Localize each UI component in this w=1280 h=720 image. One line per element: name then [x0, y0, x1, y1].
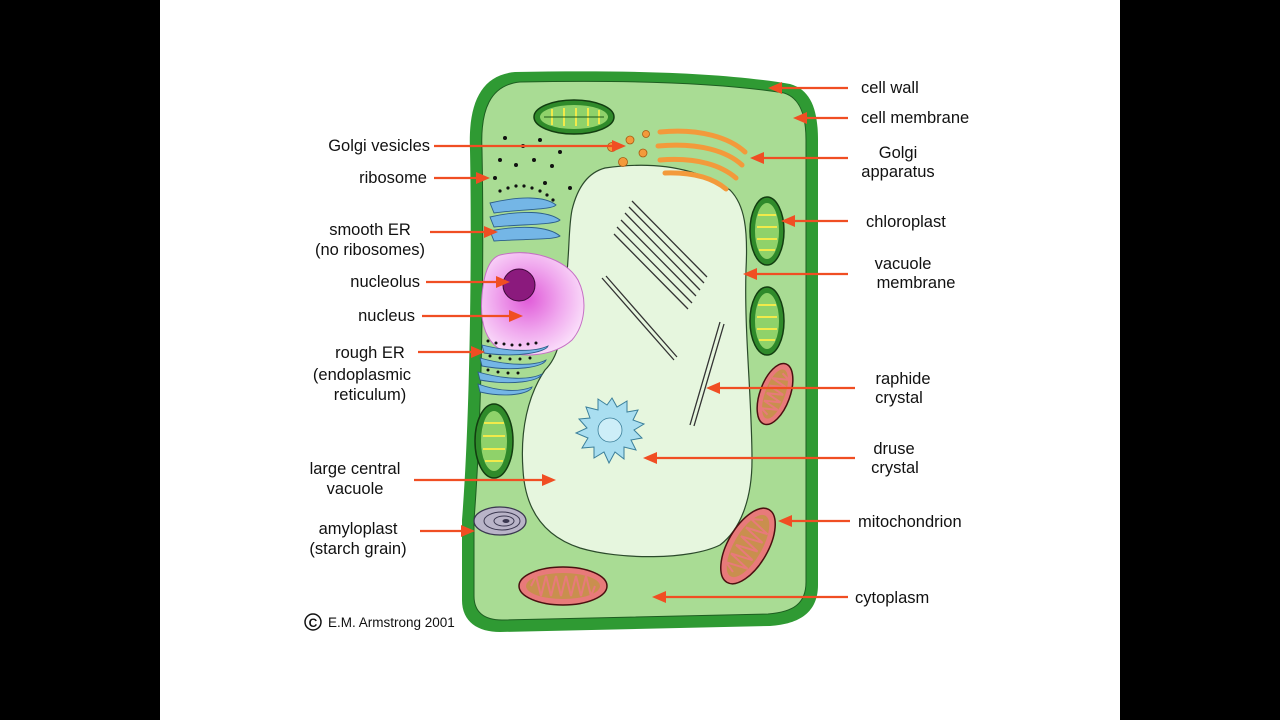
- label-rough-er-note-1: (endoplasmic: [313, 366, 411, 384]
- credit-text: E.M. Armstrong 2001: [328, 615, 455, 630]
- label-smooth-er-note: (no ribosomes): [315, 241, 425, 259]
- arrow-amyloplast: [420, 525, 475, 537]
- label-golgi-vesicles: Golgi vesicles: [328, 137, 430, 155]
- mitochondrion-shape: [518, 362, 794, 606]
- plant-cell-diagram: Golgi vesicles ribosome smooth ER (no ri…: [304, 71, 969, 632]
- label-vacuole-membrane-2: membrane: [877, 274, 956, 292]
- raphide-crystal-shape: [601, 200, 725, 427]
- arrow-mitochondrion: [778, 515, 850, 527]
- label-rough-er: rough ER: [335, 344, 405, 362]
- label-raphide-crystal: raphide: [875, 370, 930, 388]
- label-large-central-vacuole: large central: [310, 460, 401, 478]
- label-smooth-er: smooth ER: [329, 221, 411, 239]
- arrow-golgi-apparatus: [750, 152, 848, 164]
- label-cell-wall: cell wall: [861, 79, 919, 97]
- label-large-central-vacuole-2: vacuole: [327, 480, 384, 498]
- label-druse-crystal-2: crystal: [871, 459, 919, 477]
- arrow-rough-er: [418, 346, 485, 358]
- rough-er-shape: [477, 344, 549, 396]
- label-cell-membrane: cell membrane: [861, 109, 969, 127]
- golgi-apparatus-shape: [655, 128, 748, 192]
- label-cytoplasm: cytoplasm: [855, 589, 929, 607]
- golgi-vesicles-shape: [607, 130, 650, 167]
- arrow-ribosome: [434, 172, 490, 184]
- arrow-nucleolus: [426, 276, 510, 288]
- label-nucleolus: nucleolus: [350, 273, 420, 291]
- arrow-nucleus: [422, 310, 523, 322]
- label-nucleus: nucleus: [358, 307, 415, 325]
- smooth-er-dots: [498, 184, 555, 202]
- arrow-druse-crystal: [643, 452, 855, 464]
- arrow-large-central-vacuole: [414, 474, 556, 486]
- arrow-vacuole-membrane: [743, 268, 848, 280]
- arrow-cell-membrane: [793, 112, 848, 124]
- chloroplast-shape: [474, 99, 785, 479]
- label-rough-er-note-2: reticulum): [334, 386, 406, 404]
- svg-text:C: C: [309, 616, 318, 630]
- label-amyloplast: amyloplast: [319, 520, 398, 538]
- label-chloroplast: chloroplast: [866, 213, 946, 231]
- label-mitochondrion: mitochondrion: [858, 513, 962, 531]
- arrow-raphide-crystal: [706, 382, 855, 394]
- copyright-icon: C: [304, 613, 322, 631]
- label-raphide-crystal-2: crystal: [875, 389, 923, 407]
- amyloplast-shape: [473, 506, 527, 536]
- arrow-smooth-er: [430, 226, 498, 238]
- arrow-golgi-vesicles: [434, 140, 626, 152]
- arrow-cell-wall: [768, 82, 848, 94]
- rough-er-ribosomes: [486, 339, 538, 375]
- diagram-canvas: Golgi vesicles ribosome smooth ER (no ri…: [160, 0, 1120, 720]
- label-vacuole-membrane: vacuole: [875, 255, 932, 273]
- label-amyloplast-note: (starch grain): [309, 540, 406, 558]
- label-golgi-apparatus: Golgi: [879, 144, 918, 162]
- nucleolus-shape: [502, 268, 536, 302]
- arrow-cytoplasm: [652, 591, 848, 603]
- druse-crystal-shape: [574, 397, 646, 465]
- smooth-er-shape: [489, 197, 561, 242]
- label-golgi-apparatus-2: apparatus: [861, 163, 934, 181]
- label-druse-crystal: druse: [873, 440, 914, 458]
- label-ribosome: ribosome: [359, 169, 427, 187]
- arrow-chloroplast: [781, 215, 848, 227]
